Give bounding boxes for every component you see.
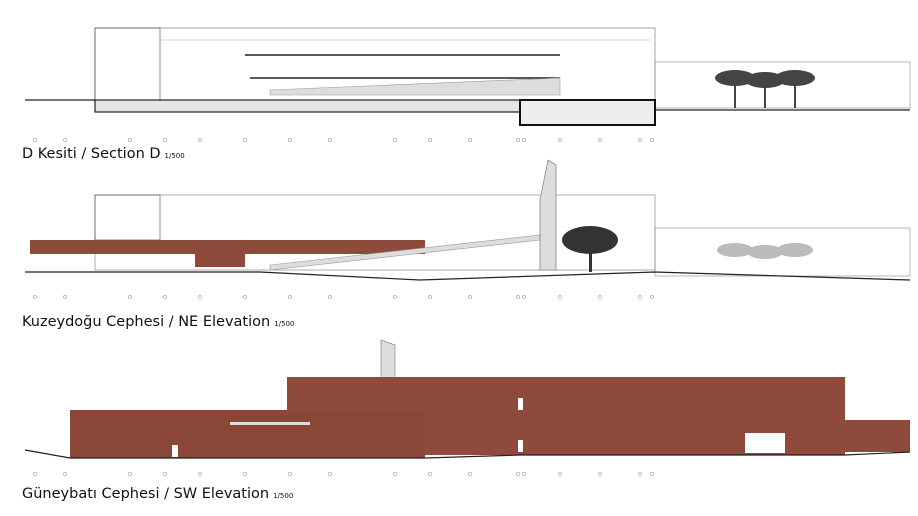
left-brick-block	[70, 410, 425, 458]
right-brick-block	[845, 420, 910, 452]
sw-elevation-drawing	[24, 339, 911, 459]
grid-axis-marker	[558, 138, 562, 142]
grid-axis-marker	[63, 472, 67, 476]
grid-axis-marker	[598, 295, 602, 299]
ground-line	[24, 449, 911, 459]
grid-axis-marker	[33, 472, 37, 476]
grid-axis-marker	[393, 138, 397, 142]
grid-axis-marker	[163, 138, 167, 142]
grid-axis-marker	[328, 472, 332, 476]
drawing-title: Güneybatı Cephesi / SW Elevation	[22, 486, 270, 502]
grid-axis-marker	[638, 472, 642, 476]
grid-axis-marker	[650, 138, 654, 142]
grid-axis-marker	[638, 295, 642, 299]
grid-axis-marker	[468, 295, 472, 299]
grid-axis-marker	[516, 138, 520, 142]
grid-axis-marker	[128, 472, 132, 476]
tree	[562, 226, 618, 254]
sign-tower	[380, 339, 396, 379]
basement-slab	[94, 99, 521, 113]
grid-axis-marker	[243, 295, 247, 299]
grid-axis-marker	[650, 472, 654, 476]
grid-axis-marker	[468, 472, 472, 476]
brick-band	[30, 240, 425, 254]
grid-axis-marker	[428, 295, 432, 299]
grid-axis-marker	[288, 472, 292, 476]
trees	[715, 70, 815, 108]
grid-axis-marker	[522, 138, 526, 142]
grid-axis-marker	[638, 138, 642, 142]
grid-axis-marker	[128, 138, 132, 142]
annex-building	[654, 61, 911, 109]
grid-axis-marker	[558, 295, 562, 299]
drawing-scale: 1/500	[164, 152, 185, 160]
grid-axis-marker	[33, 295, 37, 299]
grid-axis-marker	[468, 138, 472, 142]
grid-axis-marker	[393, 472, 397, 476]
grid-markers	[33, 138, 654, 476]
grid-axis-marker	[558, 472, 562, 476]
basement	[519, 99, 656, 126]
grid-axis-marker	[128, 295, 132, 299]
grid-axis-marker	[522, 472, 526, 476]
grid-axis-marker	[243, 472, 247, 476]
grid-axis-marker	[198, 295, 202, 299]
grid-axis-marker	[428, 138, 432, 142]
grid-axis-marker	[33, 138, 37, 142]
sign-tower	[539, 159, 557, 271]
grid-axis-marker	[63, 138, 67, 142]
grid-axis-marker	[198, 138, 202, 142]
grid-axis-marker	[328, 138, 332, 142]
grid-axis-marker	[516, 472, 520, 476]
ne-elevation-drawing	[25, 159, 911, 281]
grid-axis-marker	[522, 295, 526, 299]
grid-axis-marker	[288, 138, 292, 142]
grid-axis-marker	[198, 472, 202, 476]
grid-axis-marker	[393, 295, 397, 299]
grid-axis-marker	[598, 472, 602, 476]
grid-axis-marker	[598, 138, 602, 142]
grid-axis-marker	[516, 295, 520, 299]
ground-line	[25, 271, 911, 281]
drawing-scale: 1/500	[273, 492, 294, 500]
grid-axis-marker	[328, 295, 332, 299]
grid-axis-marker	[163, 472, 167, 476]
tower-structure	[94, 27, 161, 101]
grid-axis-marker	[163, 295, 167, 299]
drawing-scale: 1/500	[274, 320, 295, 328]
grid-axis-marker	[428, 472, 432, 476]
section-d-drawing	[25, 27, 911, 126]
grid-axis-marker	[63, 295, 67, 299]
grid-axis-marker	[288, 295, 292, 299]
drawing-title: Kuzeydoğu Cephesi / NE Elevation	[22, 314, 271, 330]
grid-axis-marker	[243, 138, 247, 142]
drawing-title: D Kesiti / Section D	[22, 146, 161, 162]
ramp	[269, 77, 561, 96]
grid-axis-marker	[650, 295, 654, 299]
